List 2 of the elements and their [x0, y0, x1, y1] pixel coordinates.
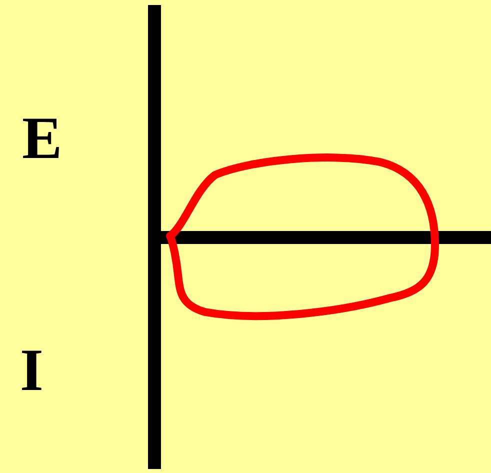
axis-label: I	[20, 340, 44, 400]
axis-label: E	[22, 108, 62, 168]
